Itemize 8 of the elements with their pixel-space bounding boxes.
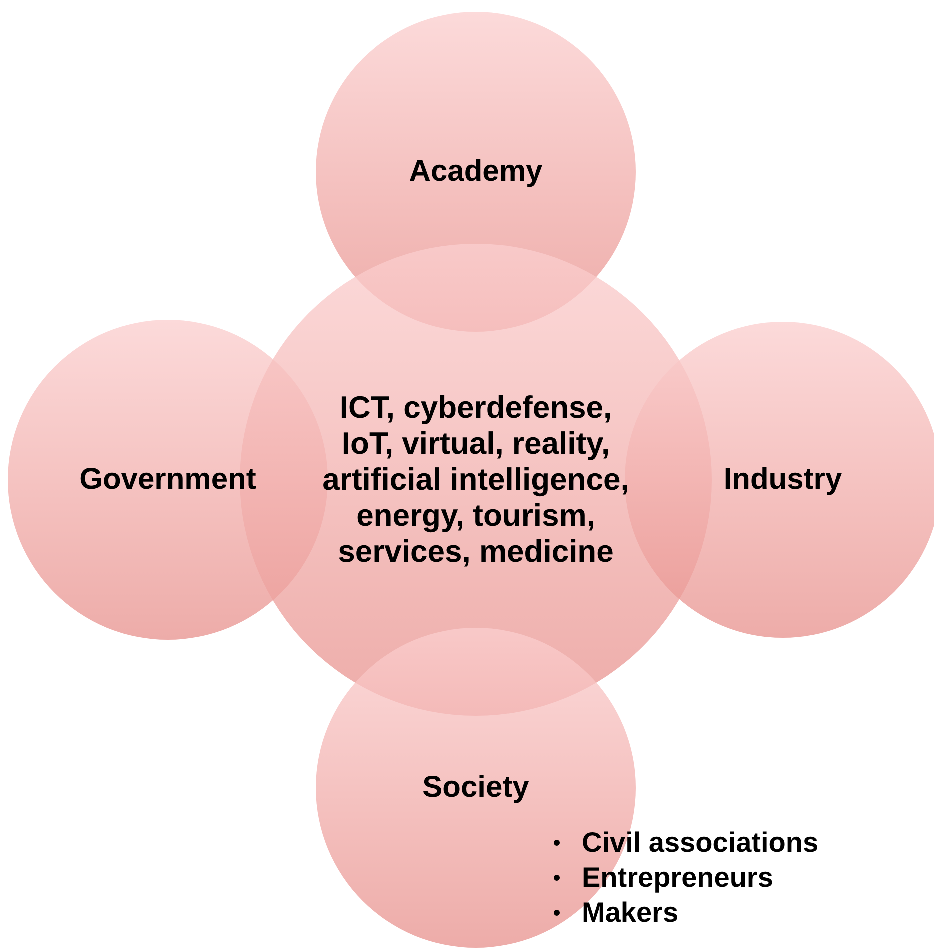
list-item: Entrepreneurs [582, 861, 774, 894]
circle-label: Industry [724, 462, 842, 498]
circle-label: Academy [409, 154, 543, 190]
circle-label: Government [80, 462, 256, 498]
circle-label: ICT, cyberdefense, IoT, virtual, reality, artificial intelligence, energy, tourism, services, medicine [322, 390, 630, 570]
list-item: Makers [582, 896, 679, 929]
list-item: Civil associations [582, 826, 819, 859]
circle-label: Society [422, 770, 530, 806]
